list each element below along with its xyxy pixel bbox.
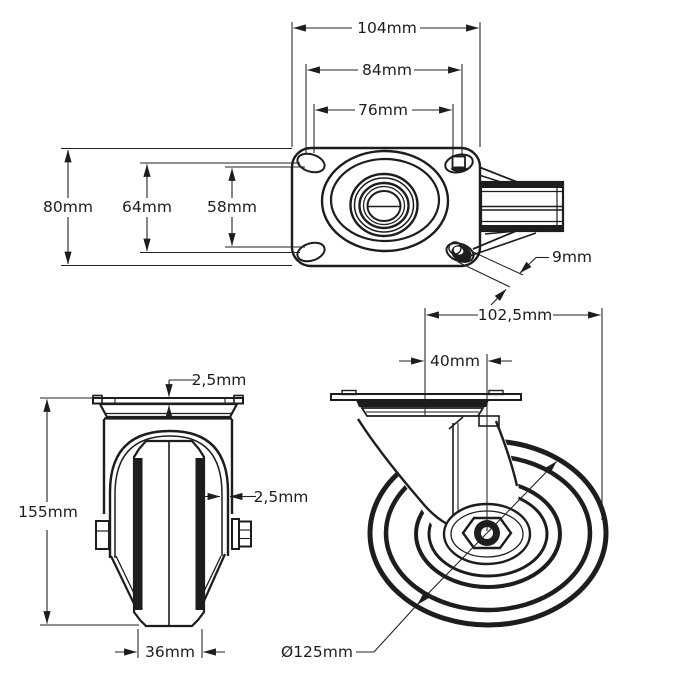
dim-label-hole-spacing-depth: 64mm — [122, 198, 172, 216]
front-wheel — [132, 439, 206, 628]
dim-36: 36mm — [115, 629, 225, 661]
side-view: 102,5mm 40mm Ø125mm — [281, 306, 609, 661]
dim-label-overall-height: 155mm — [18, 503, 78, 521]
dim-label-fork-thickness: 2,5mm — [254, 488, 309, 506]
square-nut — [451, 155, 466, 169]
dim-label-wheel-diameter: Ø125mm — [281, 643, 353, 661]
side-swivel-head — [356, 400, 489, 417]
tread-sidewall-right — [195, 458, 204, 610]
side-plate — [330, 389, 522, 401]
front-axle-left-tab — [95, 520, 110, 550]
front-view: 2,5mm 2,5mm 155mm 36mm — [18, 371, 308, 661]
front-plate — [92, 394, 244, 405]
plate-bolt-holes — [296, 152, 475, 263]
bolt-in-hole — [448, 241, 472, 263]
dim-wheel-diameter: Ø125mm — [281, 461, 557, 661]
side-hub — [442, 502, 532, 566]
dim-label-hole-diameter: 9mm — [552, 248, 592, 266]
dim-40: 40mm — [399, 352, 512, 531]
top-view-wheel — [479, 180, 565, 233]
dim-58: 58mm — [207, 166, 305, 248]
dim-9: 9mm — [457, 248, 592, 306]
dim-84: 84mm — [305, 61, 463, 156]
dim-80: 80mm — [43, 147, 292, 267]
dim-label-overall-width: 104mm — [357, 19, 417, 37]
dim-76: 76mm — [313, 101, 454, 156]
swivel-raceway-rings — [320, 149, 450, 253]
dim-104: 104mm — [291, 19, 481, 147]
dim-plate-thickness: 2,5mm — [165, 371, 247, 419]
top-plate-outline — [290, 146, 482, 268]
dim-label-hole-spacing-width-alt: 76mm — [358, 101, 408, 119]
dim-102-5: 102,5mm — [424, 306, 603, 520]
front-axle-nut — [231, 518, 252, 550]
dim-fork-thickness: 2,5mm — [203, 488, 308, 506]
dim-label-swivel-offset: 40mm — [430, 352, 480, 370]
dim-label-wheel-width: 36mm — [145, 643, 195, 661]
dim-155: 155mm — [18, 397, 139, 626]
top-view: 104mm 84mm 76mm 80mm — [43, 19, 592, 306]
dim-label-hole-spacing-width: 84mm — [362, 61, 412, 79]
top-view-fork-edges — [463, 166, 550, 259]
dim-label-swivel-radius: 102,5mm — [478, 306, 553, 324]
tread-sidewall-left — [134, 458, 143, 610]
dim-label-overall-depth: 80mm — [43, 198, 93, 216]
dim-label-plate-thickness: 2,5mm — [192, 371, 247, 389]
dim-64: 64mm — [122, 162, 300, 254]
dim-label-hole-spacing-depth-alt: 58mm — [207, 198, 257, 216]
